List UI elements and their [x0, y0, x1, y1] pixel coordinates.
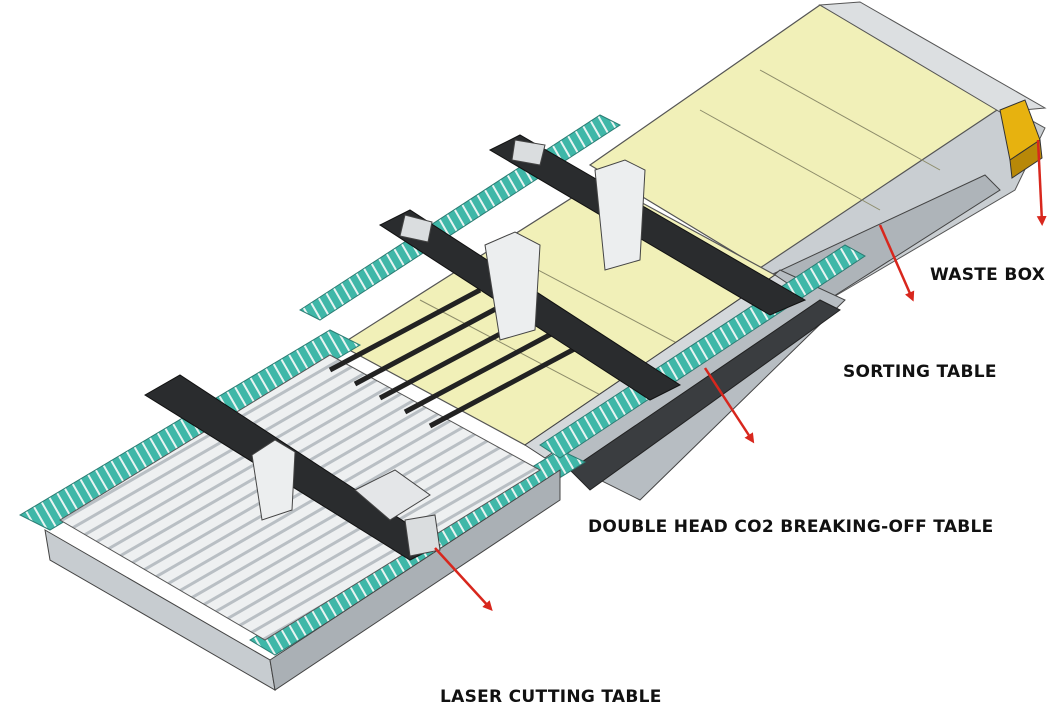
waste-box-label: WASTE BOX [930, 265, 1046, 285]
waste-box-arrow [1036, 139, 1047, 226]
breaking-table-base [569, 299, 841, 491]
gantry-end-block [399, 214, 433, 243]
panel-seam [419, 299, 611, 401]
sorting-table-arrow [878, 224, 915, 302]
breaking-off-table-arrow [703, 367, 755, 444]
laser-cutting-table-label: LASER CUTTING TABLE [440, 687, 662, 707]
callout-arrows [434, 139, 1047, 611]
gantry-beam [488, 134, 807, 316]
breaking-off-table-label: DOUBLE HEAD CO2 BREAKING-OFF TABLE [588, 517, 994, 537]
roller [403, 329, 557, 415]
cutting-head [594, 159, 646, 271]
gantries [144, 134, 807, 561]
sorting-table-rail [818, 1, 1047, 113]
panel-seam [699, 109, 881, 211]
gantry-end-block [404, 514, 441, 557]
gantry-end-block [511, 139, 546, 166]
conveyor-belt [18, 329, 362, 531]
waste-box-edge [1009, 139, 1043, 179]
laser-cutting-table-arrow [434, 547, 493, 611]
cutting-head [251, 439, 296, 521]
sorting-table-label: SORTING TABLE [843, 362, 997, 382]
roller [328, 287, 482, 373]
panel-seam [759, 69, 941, 171]
roller [428, 343, 582, 429]
laser-head-carriage [354, 469, 431, 521]
laser-table-slat-bed [59, 354, 541, 641]
waste-box [999, 99, 1043, 179]
cutting-head [484, 231, 541, 341]
laser-table-frame-side [269, 469, 561, 691]
roller [353, 301, 507, 387]
laser-cutting-table [44, 287, 582, 691]
